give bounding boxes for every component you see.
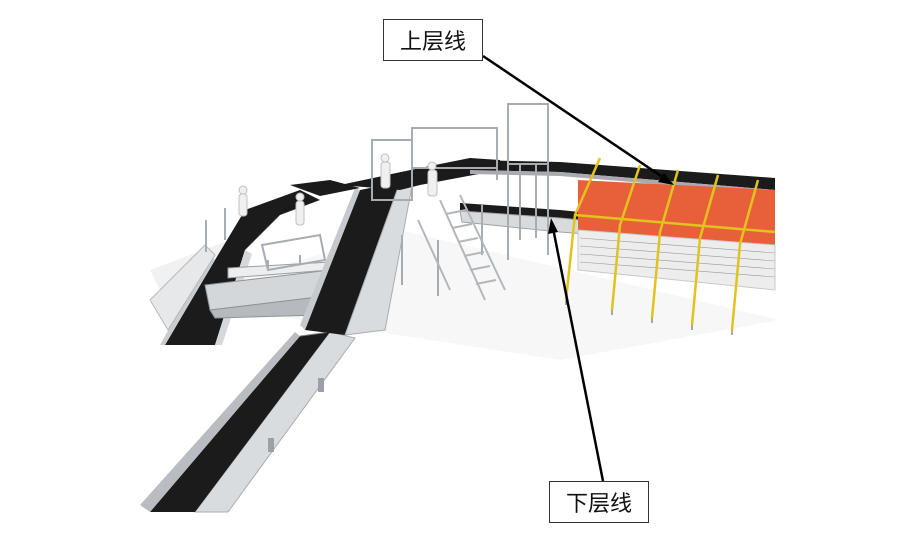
central-inclined-conveyor	[290, 158, 500, 336]
upper-line-arrowhead	[658, 173, 674, 185]
upper-line-label: 上层线	[383, 19, 483, 61]
upper-conveyor-line	[470, 160, 775, 194]
sorting-chutes	[564, 157, 776, 335]
upper-line-leader	[482, 54, 665, 180]
callout-leader-lines	[482, 54, 674, 482]
main-inclined-conveyor	[140, 331, 356, 513]
worker-figures	[238, 153, 438, 226]
staircase	[417, 194, 506, 301]
lower-line-label: 下层线	[549, 481, 649, 523]
platform-scaffolding	[205, 103, 549, 296]
lower-line-leader	[551, 227, 605, 482]
lower-line-arrowhead	[548, 218, 558, 234]
